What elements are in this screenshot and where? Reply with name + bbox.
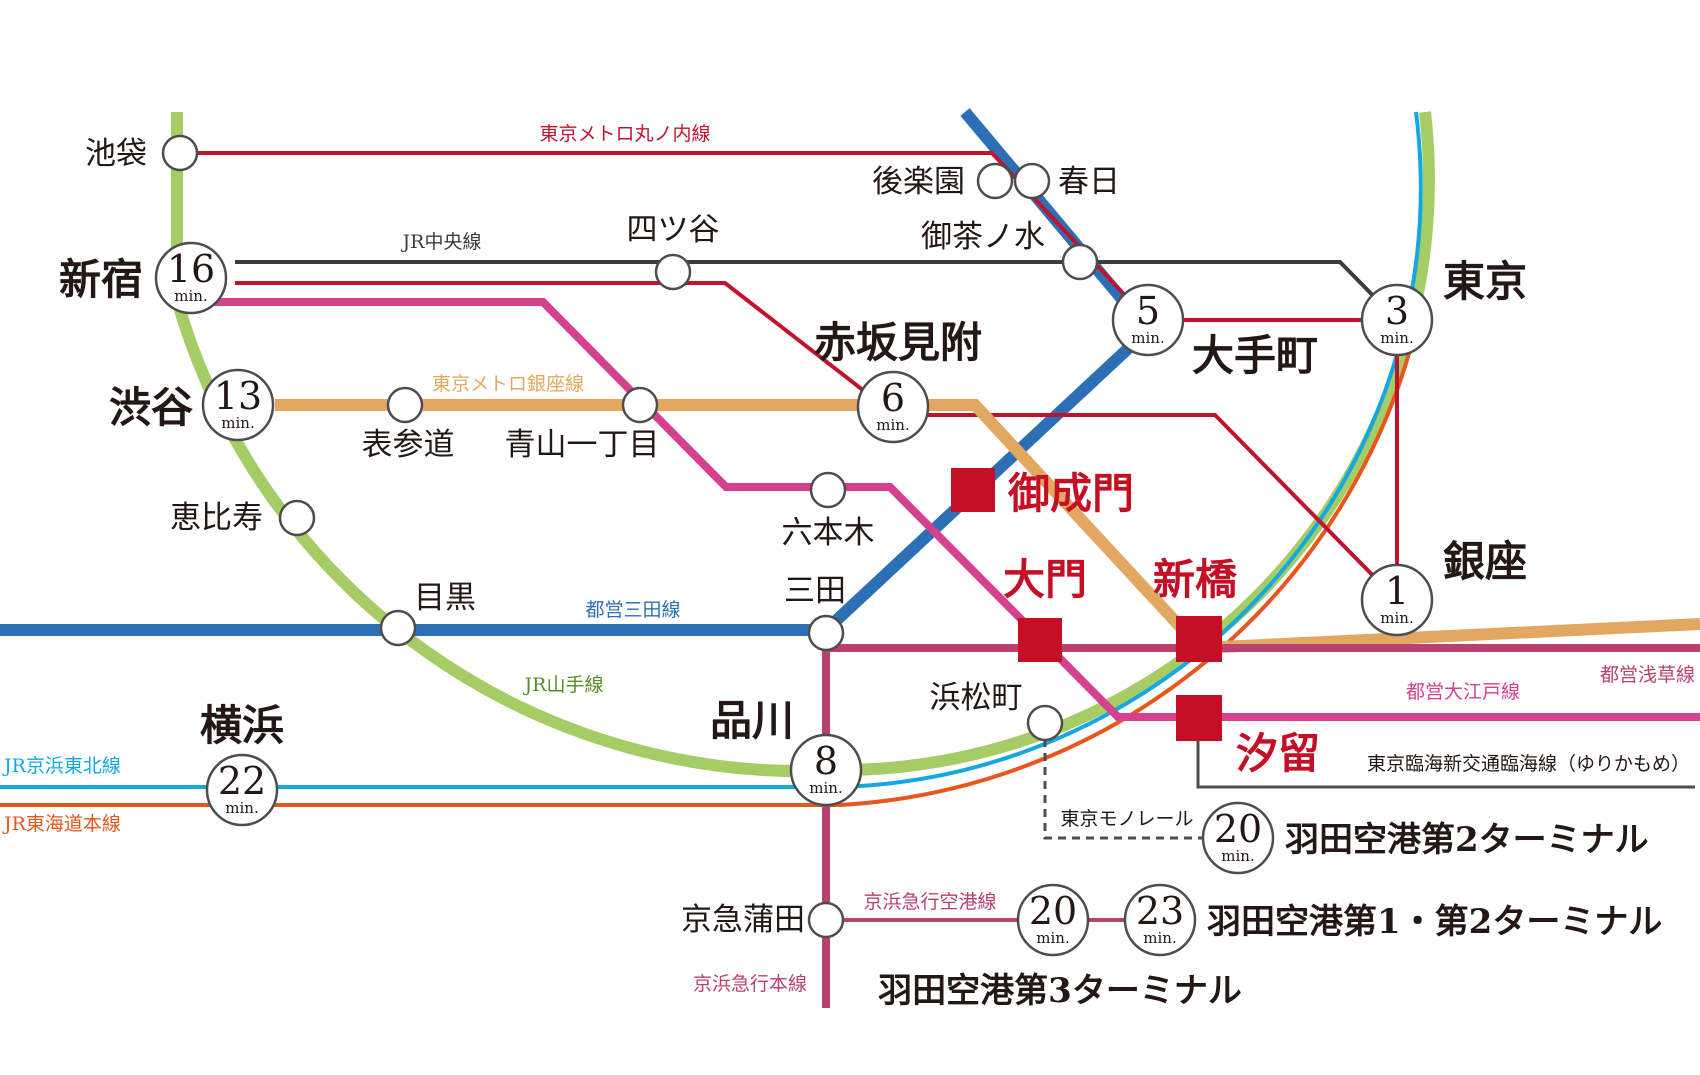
ginza-line: [275, 399, 1700, 655]
station-label-omotesando: 表参道: [362, 427, 455, 463]
time-ring-haneda-t1t2[interactable]: 23 min.: [1123, 883, 1197, 957]
time-unit: min.: [225, 799, 258, 817]
line-label-marunouchi: 東京メトロ丸ノ内線: [539, 123, 710, 145]
station-label-korakuen: 後楽園: [872, 164, 965, 200]
station-label-akasakamitsuke: 赤坂見附: [814, 318, 982, 367]
time-ring-ginza[interactable]: 1 min.: [1360, 563, 1434, 637]
station-label-shibuya: 渋谷: [109, 383, 193, 432]
time-ring-akasakamitsuke[interactable]: 6 min.: [856, 370, 930, 444]
station-label-keikyukamata: 京急蒲田: [681, 902, 805, 938]
terminal-label-t1t2: 羽田空港第1・第2ターミナル: [1207, 902, 1662, 942]
time-unit: min.: [1380, 609, 1413, 627]
station-dot-omotesando[interactable]: [386, 386, 424, 424]
time-ring-shinjuku[interactable]: 16 min.: [154, 241, 228, 315]
time-unit: min.: [1380, 329, 1413, 347]
station-dot-meguro[interactable]: [379, 609, 417, 647]
station-dot-aoyamaitchome[interactable]: [621, 386, 659, 424]
time-unit: min.: [876, 416, 909, 434]
station-square-daimon[interactable]: [1018, 618, 1062, 662]
station-square-shiodome[interactable]: [1176, 695, 1222, 741]
keihintohoku-line: [0, 111, 1423, 789]
tokaido-line: [0, 349, 1412, 807]
line-label-keihintohoku: JR京浜東北線: [2, 755, 121, 777]
station-dot-kasuga[interactable]: [1013, 162, 1051, 200]
time-value: 23: [1136, 889, 1184, 933]
station-dot-yotsuya[interactable]: [654, 253, 692, 291]
station-label-tokyo: 東京: [1443, 257, 1527, 306]
line-label-yurikamome: 東京臨海新交通臨海線（ゆりかもめ）: [1367, 753, 1690, 775]
time-value: 5: [1136, 289, 1160, 333]
station-label-onarimon: 御成門: [1007, 469, 1134, 518]
station-label-shiodome: 汐留: [1236, 729, 1320, 778]
station-dot-ikebukuro[interactable]: [161, 134, 199, 172]
station-label-meguro: 目黒: [414, 580, 476, 616]
station-label-shinagawa: 品川: [710, 696, 794, 745]
time-ring-shibuya[interactable]: 13 min.: [201, 368, 275, 442]
station-label-yokohama: 横浜: [200, 701, 284, 750]
station-label-shinjuku: 新宿: [59, 255, 143, 304]
time-ring-yokohama[interactable]: 22 min.: [205, 753, 279, 827]
line-label-chuo: JR中央線: [401, 231, 482, 253]
time-value: 20: [1029, 889, 1077, 933]
station-dot-roppongi[interactable]: [809, 471, 847, 509]
line-label-ginza: 東京メトロ銀座線: [432, 373, 584, 395]
line-label-asakusa: 都営浅草線: [1600, 664, 1695, 686]
yurikamome-line: [1196, 740, 1695, 789]
time-value: 1: [1385, 569, 1409, 613]
station-label-kasuga: 春日: [1058, 164, 1120, 200]
station-label-ginza: 銀座: [1443, 537, 1527, 586]
time-value: 3: [1385, 289, 1409, 333]
terminal-label-t3: 羽田空港第3ターミナル: [878, 971, 1242, 1011]
station-label-ochanomizu: 御茶ノ水: [921, 219, 1045, 255]
station-label-roppongi: 六本木: [782, 515, 875, 551]
station-square-onarimon[interactable]: [951, 468, 995, 512]
time-ring-tokyo[interactable]: 3 min.: [1360, 283, 1434, 357]
line-label-oedo: 都営大江戸線: [1406, 681, 1520, 703]
line-label-yamanote: JR山手線: [523, 674, 604, 696]
station-dot-mita[interactable]: [807, 614, 845, 652]
station-label-hamamatsucho: 浜松町: [930, 680, 1023, 716]
chuo-line: [235, 260, 1399, 322]
station-square-shimbashi[interactable]: [1176, 616, 1222, 662]
monorail-line: [1043, 725, 1203, 840]
line-label-monorail: 東京モノレール: [1060, 808, 1193, 830]
time-value: 20: [1214, 807, 1262, 851]
time-unit: min.: [1143, 929, 1176, 947]
station-dot-ebisu[interactable]: [278, 499, 316, 537]
time-value: 13: [214, 374, 262, 418]
station-label-yotsuya: 四ツ谷: [627, 212, 720, 248]
station-label-shimbashi: 新橋: [1153, 555, 1237, 604]
station-label-ikebukuro: 池袋: [85, 136, 147, 172]
station-dot-keikyukamata[interactable]: [807, 901, 845, 939]
terminal-label-t2-monorail: 羽田空港第2ターミナル: [1285, 820, 1649, 860]
yamanote-line: [171, 111, 1435, 778]
time-ring-shinagawa[interactable]: 8 min.: [789, 733, 863, 807]
station-label-aoyamaitchome: 青山一丁目: [505, 427, 660, 463]
time-value: 8: [814, 739, 838, 783]
station-dot-hamamatsucho[interactable]: [1026, 704, 1064, 742]
time-value: 16: [167, 247, 215, 291]
line-label-mita: 都営三田線: [585, 599, 680, 621]
line-label-tokaido: JR東海道本線: [2, 813, 121, 835]
time-unit: min.: [1036, 929, 1069, 947]
station-label-otemachi: 大手町: [1192, 331, 1318, 380]
station-dot-ochanomizu[interactable]: [1061, 243, 1099, 281]
time-value: 22: [218, 759, 266, 803]
station-label-daimon: 大門: [1003, 555, 1087, 604]
time-unit: min.: [221, 414, 254, 432]
time-unit: min.: [1221, 847, 1254, 865]
station-dot-korakuen[interactable]: [976, 162, 1014, 200]
station-label-mita: 三田: [784, 573, 846, 609]
time-ring-haneda-t3[interactable]: 20 min.: [1016, 883, 1090, 957]
line-label-keikyu-airport: 京浜急行空港線: [863, 891, 996, 913]
time-unit: min.: [174, 287, 207, 305]
station-label-ebisu: 恵比寿: [170, 500, 263, 536]
time-ring-haneda-t2-monorail[interactable]: 20 min.: [1201, 801, 1275, 875]
line-label-keikyu-main: 京浜急行本線: [693, 973, 807, 995]
time-value: 6: [881, 376, 905, 420]
time-ring-otemachi[interactable]: 5 min.: [1111, 283, 1185, 357]
time-unit: min.: [809, 779, 842, 797]
time-unit: min.: [1131, 329, 1164, 347]
